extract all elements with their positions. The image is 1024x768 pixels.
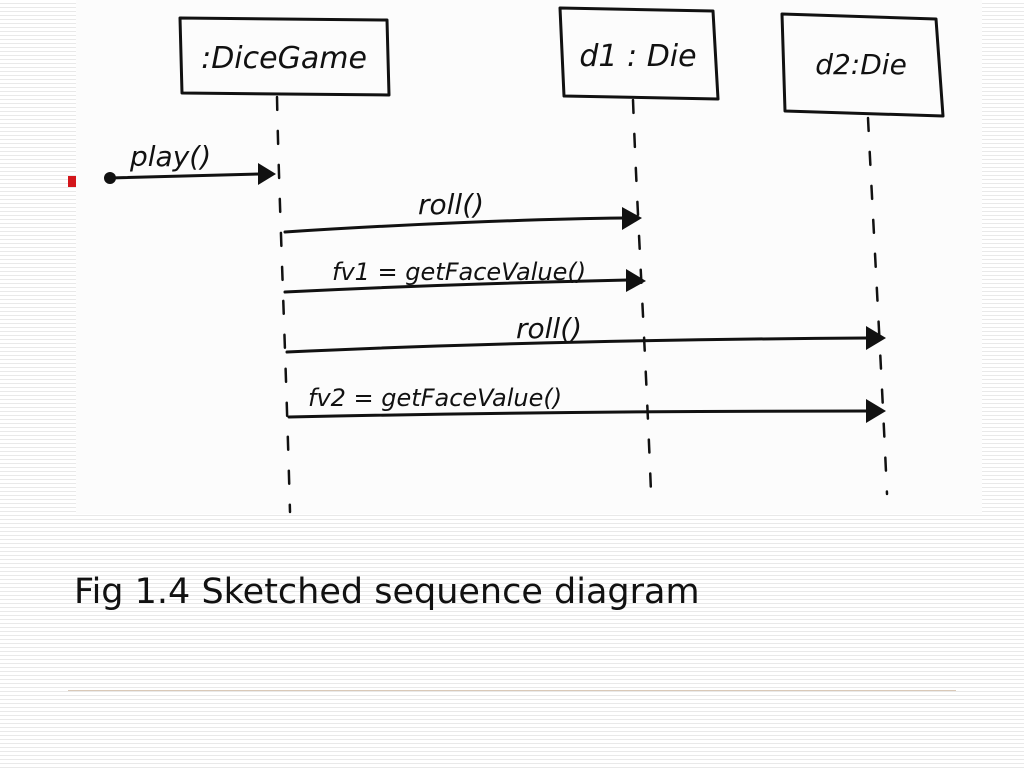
figure-caption: Fig 1.4 Sketched sequence diagram (74, 572, 700, 612)
slide-bullet (68, 176, 76, 187)
message-play: play() (104, 140, 276, 185)
lifeline-d2-label: d2:Die (815, 48, 907, 81)
message-roll-d2-label: roll() (516, 312, 582, 345)
message-getfacevalue-d2-label: fv2 = getFaceValue() (308, 384, 562, 412)
lifeline-dicegame-label: :DiceGame (201, 41, 367, 76)
sequence-diagram-sketch: :DiceGame d1 : Die d2:Die play() roll() (76, 0, 982, 514)
message-roll-d1: roll() (283, 188, 642, 234)
footer-divider (68, 690, 956, 691)
message-play-label: play() (129, 140, 211, 173)
message-getfacevalue-d2: fv2 = getFaceValue() (287, 384, 886, 423)
message-roll-d1-label: roll() (418, 188, 484, 221)
message-getfacevalue-d1-label: fv1 = getFaceValue() (332, 258, 586, 286)
lifeline-d1-label: d1 : Die (579, 39, 696, 74)
lifeline-d1-die: d1 : Die (558, 6, 720, 494)
lifeline-dicegame: :DiceGame (178, 16, 391, 514)
lifeline-d2-die: d2:Die (780, 12, 945, 496)
message-getfacevalue-d1: fv1 = getFaceValue() (283, 258, 646, 294)
message-roll-d2: roll() (285, 312, 886, 354)
